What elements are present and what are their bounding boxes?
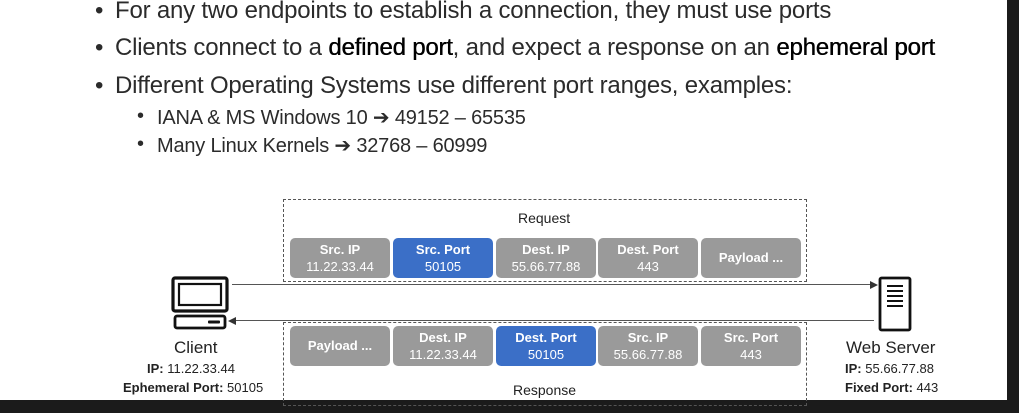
client-ip-value: 11.22.33.44 <box>167 361 235 376</box>
cell-label: Payload ... <box>718 250 784 265</box>
response-arrow-head-icon <box>228 316 236 325</box>
request-arrow <box>232 284 870 286</box>
request-box <box>283 199 807 282</box>
response-cell-payload: Payload ... <box>290 326 390 366</box>
ephemeral-port-emphasis: ephemeral port <box>776 34 935 61</box>
client-port: Ephemeral Port: 50105 <box>123 380 263 395</box>
defined-port-emphasis: defined port <box>328 34 453 61</box>
windows-range: 49152 – 65535 <box>394 107 526 129</box>
client-port-value: 50105 <box>227 380 264 395</box>
cell-value: 55.66.77.88 <box>511 259 581 274</box>
linux-label: Many Linux Kernels <box>157 135 330 157</box>
request-cell-payload: Payload ... <box>701 238 801 278</box>
arrow-icon: ➔ <box>372 107 390 129</box>
linux-range: 32768 – 60999 <box>356 135 488 157</box>
frame-right-edge <box>1007 0 1019 413</box>
response-cell-src-ip: Src. IP 55.66.77.88 <box>598 326 698 366</box>
cell-value: 50105 <box>424 259 462 274</box>
request-cell-src-ip: Src. IP 11.22.33.44 <box>290 238 390 278</box>
response-cell-dest-port: Dest. Port 50105 <box>496 326 596 366</box>
request-cell-dest-port: Dest. Port 443 <box>598 238 698 278</box>
request-label: Request <box>518 210 571 226</box>
response-arrow <box>236 320 874 322</box>
request-cell-src-port: Src. Port 50105 <box>393 238 493 278</box>
cell-value: 443 <box>740 347 762 362</box>
cell-value: 11.22.33.44 <box>306 259 374 274</box>
cell-label: Src. Port <box>415 242 471 257</box>
server-port: Fixed Port: 443 <box>845 380 938 395</box>
server-icon <box>878 276 912 332</box>
cell-value: 443 <box>637 259 659 274</box>
cell-label: Dest. Port <box>617 242 679 257</box>
server-port-label: Fixed Port: <box>845 380 913 395</box>
bullet-os-ranges-text: Different Operating Systems use differen… <box>115 72 793 99</box>
client-port-label: Ephemeral Port: <box>123 380 224 395</box>
bullet-clients-part1: Clients connect to a <box>115 34 329 61</box>
request-cell-dest-ip: Dest. IP 55.66.77.88 <box>496 238 596 278</box>
cell-label: Payload ... <box>307 338 373 353</box>
response-cell-src-port: Src. Port 443 <box>701 326 801 366</box>
client-title: Client <box>174 338 218 357</box>
request-arrow-head-icon <box>870 280 878 289</box>
cell-label: Dest. IP <box>522 242 570 257</box>
frame-bottom-edge <box>0 400 1019 413</box>
cell-label: Src. Port <box>723 330 779 345</box>
computer-icon <box>171 276 229 330</box>
cell-value: 55.66.77.88 <box>613 347 683 362</box>
server-ip: IP: 55.66.77.88 <box>845 361 934 376</box>
server-port-value: 443 <box>916 380 939 395</box>
windows-label: IANA & MS Windows 10 <box>157 107 368 129</box>
bullet-clients-part2: , and expect a response on an <box>452 34 777 61</box>
response-cell-dest-ip: Dest. IP 11.22.33.44 <box>393 326 493 366</box>
server-ip-label: IP: <box>845 361 862 376</box>
cell-value: 50105 <box>527 347 565 362</box>
bullet-endpoints-text: For any two endpoints to establish a con… <box>115 0 832 24</box>
cell-label: Src. IP <box>319 242 361 257</box>
cell-label: Src. IP <box>627 330 669 345</box>
response-label: Response <box>513 382 577 398</box>
cell-label: Dest. Port <box>515 330 577 345</box>
server-ip-value: 55.66.77.88 <box>865 361 934 376</box>
server-title: Web Server <box>846 338 936 357</box>
cell-label: Dest. IP <box>419 330 467 345</box>
arrow-icon: ➔ <box>334 135 351 157</box>
client-ip-label: IP: <box>147 361 164 376</box>
client-ip: IP: 11.22.33.44 <box>147 361 235 376</box>
response-box <box>283 322 807 406</box>
cell-value: 11.22.33.44 <box>409 347 477 362</box>
